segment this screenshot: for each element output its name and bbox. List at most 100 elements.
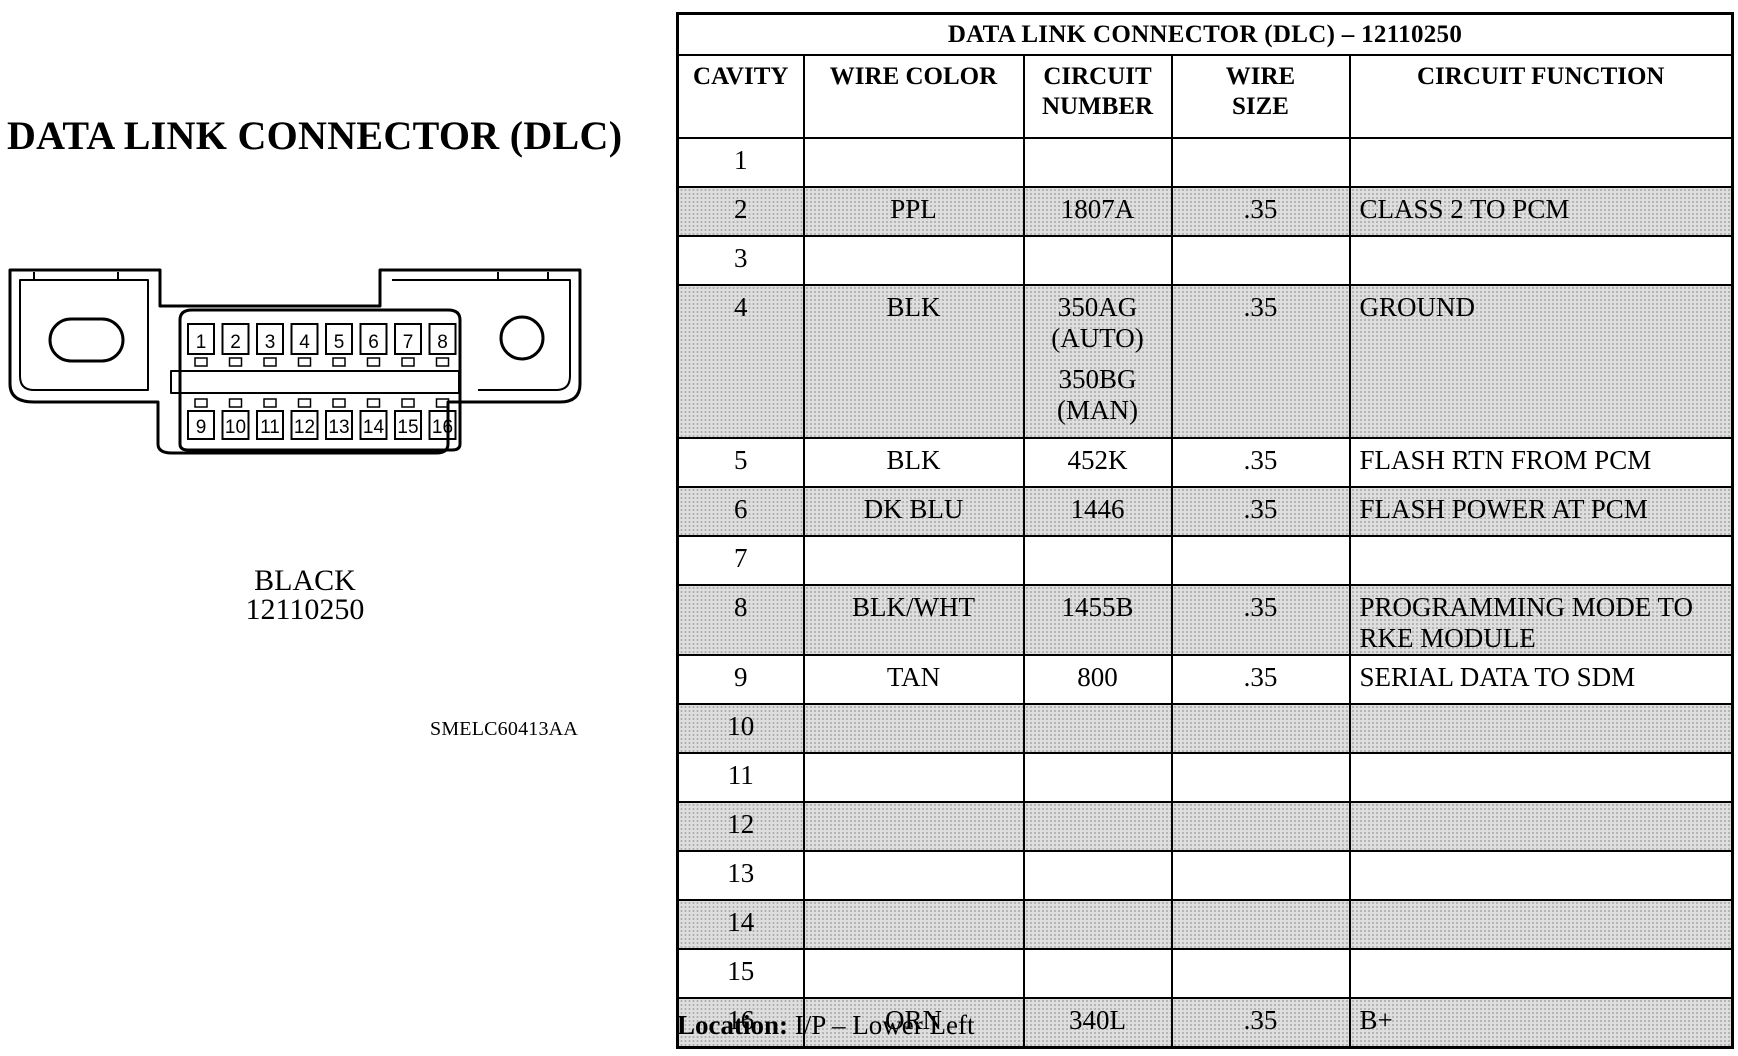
wire-size-cell: .35: [1170, 584, 1351, 656]
connector-part-number: 12110250: [245, 593, 365, 626]
header-circuit-number-line2: NUMBER: [1041, 93, 1154, 120]
cavity-cell: 4: [676, 284, 805, 439]
circuit-number-cell: [1022, 535, 1173, 586]
pin-cavity-7: 7: [394, 323, 422, 367]
pin-contact: [366, 398, 381, 408]
table-row: 7: [676, 535, 1734, 586]
cavity-cell: 6: [676, 486, 805, 537]
circuit-number-cell: 452K: [1022, 437, 1173, 488]
pin-cavity-4: 4: [290, 323, 319, 367]
circuit-number-cell: 340L: [1022, 997, 1173, 1049]
pin-cavity-16: 16: [428, 398, 457, 440]
wire-color-cell: BLK/WHT: [802, 584, 1025, 656]
pin-box: [325, 323, 353, 355]
pin-label: 13: [328, 417, 349, 438]
circuit-function-cell: FLASH RTN FROM PCM: [1348, 437, 1734, 488]
wire-size-cell: [1170, 535, 1351, 586]
header-wire-size-line1: WIRE: [1225, 63, 1296, 90]
table-row: 1: [676, 137, 1734, 188]
pin-box: [290, 323, 319, 355]
circuit-function-cell: [1348, 703, 1734, 754]
cavity-cell: 5: [676, 437, 805, 488]
figure-code: SMELC60413AA: [430, 718, 578, 740]
pin-cavity-2: 2: [221, 323, 250, 367]
pin-cavity-5: 5: [325, 323, 353, 367]
pin-cavity-frame: [178, 308, 462, 452]
location-note: Location: I/P – Lower Left: [677, 1010, 974, 1041]
wire-size-cell: [1170, 801, 1351, 852]
pin-contact: [366, 357, 381, 367]
pin-cavity-12: 12: [290, 398, 319, 440]
pin-label: 5: [334, 332, 345, 353]
pin-box: [187, 323, 215, 355]
wire-size-cell: .35: [1170, 437, 1351, 488]
table-row: 5 BLK 452K .35 FLASH RTN FROM PCM: [676, 437, 1734, 488]
circuit-number-line: (AUTO): [1051, 323, 1144, 353]
pin-cavity-11: 11: [256, 398, 284, 440]
wire-color-cell: [802, 850, 1025, 901]
pin-label: 11: [260, 417, 280, 438]
pin-box: [394, 323, 422, 355]
circuit-number-cell: 800: [1022, 654, 1173, 705]
circuit-function-cell: [1348, 850, 1734, 901]
table-title: DATA LINK CONNECTOR (DLC) – 12110250: [676, 12, 1734, 56]
pin-box: [187, 410, 215, 440]
pin-label: 15: [397, 417, 418, 438]
cavity-cell: 3: [676, 235, 805, 286]
pin-box: [394, 410, 422, 440]
wire-color-cell: [802, 535, 1025, 586]
pin-cavity-10: 10: [221, 398, 250, 440]
wire-size-cell: [1170, 948, 1351, 999]
right-mounting-hole: [499, 315, 545, 361]
circuit-number-cell: [1022, 948, 1173, 999]
circuit-number-cell: 1807A: [1022, 186, 1173, 237]
cavity-cell: 13: [676, 850, 805, 901]
header-wire-color: WIRE COLOR: [802, 54, 1025, 139]
table-row: 3: [676, 235, 1734, 286]
circuit-function-cell: [1348, 801, 1734, 852]
pin-label: 16: [432, 417, 453, 438]
pin-box: [290, 410, 319, 440]
wire-color-cell: [802, 752, 1025, 803]
circuit-number-line: 350BG: [1058, 364, 1137, 394]
pin-contact: [194, 357, 208, 367]
pin-box: [221, 323, 250, 355]
cavity-cell: 14: [676, 899, 805, 950]
header-circuit-number-line1: CIRCUIT: [1043, 63, 1152, 90]
pin-box: [428, 323, 457, 355]
table-row: 10: [676, 703, 1734, 754]
cavity-cell: 8: [676, 584, 805, 656]
pin-contact: [263, 357, 277, 367]
circuit-number-cell: [1022, 235, 1173, 286]
pin-label: 8: [437, 332, 448, 353]
header-cavity: CAVITY: [676, 54, 805, 139]
cavity-cell: 16: [676, 997, 805, 1049]
table-row: 16 ORN 340L .35 B+: [676, 997, 1734, 1049]
pin-cavity-8: 8: [428, 323, 457, 367]
circuit-function-cell: [1348, 535, 1734, 586]
pin-cavity-15: 15: [394, 398, 422, 440]
table-row: 12: [676, 801, 1734, 852]
wire-color-cell: [802, 235, 1025, 286]
wire-color-cell: DK BLU: [802, 486, 1025, 537]
connector-title: DATA LINK CONNECTOR (DLC): [7, 113, 623, 158]
wire-size-cell: .35: [1170, 997, 1351, 1049]
wire-color-cell: [802, 899, 1025, 950]
cavity-cell: 7: [676, 535, 805, 586]
connector-housing-outline: [8, 268, 582, 455]
pin-contact: [401, 357, 415, 367]
pin-label: 4: [299, 332, 310, 353]
wire-size-cell: .35: [1170, 186, 1351, 237]
pin-label: 6: [368, 332, 379, 353]
pin-label: 1: [196, 332, 207, 353]
pin-cavity-9: 9: [187, 398, 215, 440]
wire-size-cell: [1170, 235, 1351, 286]
circuit-number-cell: 1455B: [1022, 584, 1173, 656]
pin-label: 9: [196, 417, 207, 438]
pin-label: 2: [230, 332, 241, 353]
wire-color-cell: ORN: [802, 997, 1025, 1049]
table-row: 13: [676, 850, 1734, 901]
location-value: I/P – Lower Left: [794, 1010, 975, 1040]
pin-cavity-3: 3: [256, 323, 284, 367]
